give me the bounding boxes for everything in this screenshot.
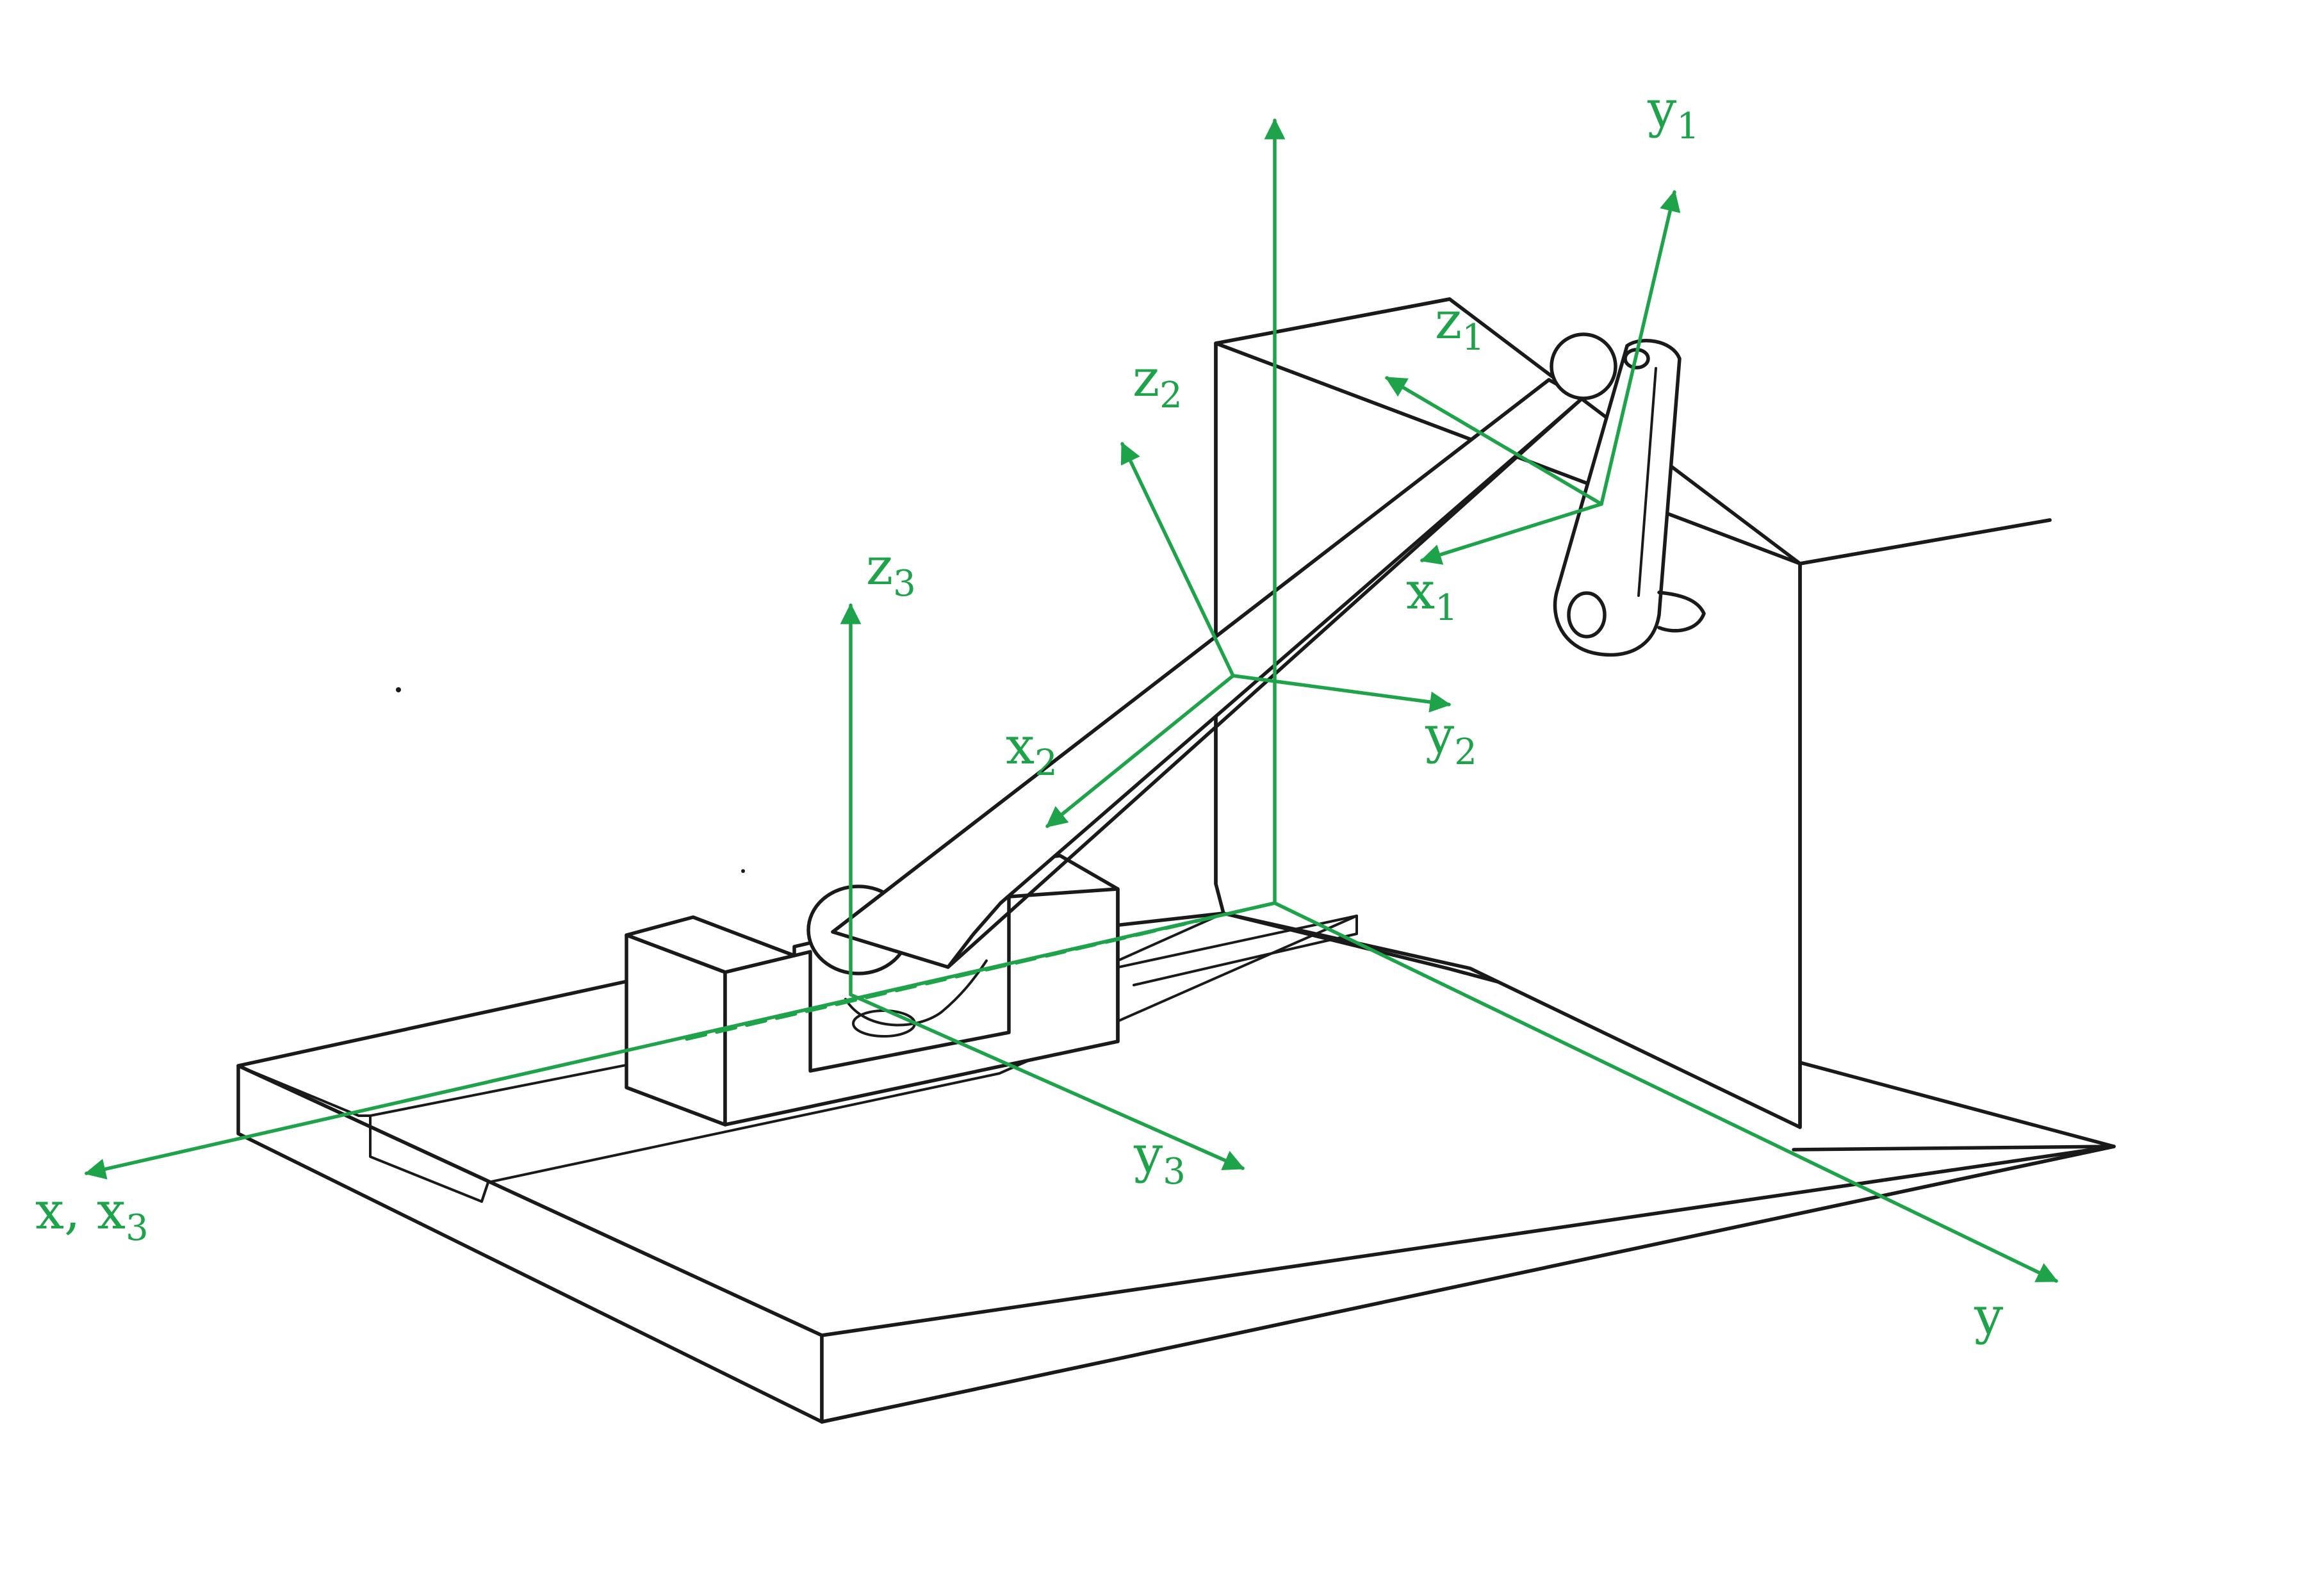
axis-x2 xyxy=(1045,674,1235,828)
rail-step-1 xyxy=(1133,915,1358,986)
crank-lower-hole xyxy=(1567,591,1607,639)
label-z2-sub: 2 xyxy=(1159,375,1182,416)
crank-link-inner xyxy=(1637,367,1657,597)
slider-slot xyxy=(792,895,1011,1073)
label-z1-sub: 1 xyxy=(1462,317,1485,359)
rail-line-2 xyxy=(357,1114,483,1203)
label-z3-base: z xyxy=(866,537,893,596)
label-y-base: y xyxy=(1974,1286,2003,1346)
label-z3: z3 xyxy=(866,537,916,605)
crank-arm xyxy=(1550,332,1706,657)
label-y1: y1 xyxy=(1647,79,1699,147)
axis-y3 xyxy=(849,993,1245,1171)
label-x1: x1 xyxy=(1406,561,1458,629)
label-x1-sub: 1 xyxy=(1435,587,1458,629)
connecting-rod-edge-lower xyxy=(946,396,1584,969)
label-y2-base: y xyxy=(1425,705,1454,765)
axis-x1 xyxy=(1420,502,1603,565)
label-z1: z1 xyxy=(1435,291,1485,359)
label-x2: x2 xyxy=(1006,716,1058,784)
label-y3-sub: 3 xyxy=(1163,1151,1186,1193)
rail-line-1 xyxy=(237,1064,360,1117)
label-y: y xyxy=(1974,1286,2003,1346)
label-z2-base: z xyxy=(1133,348,1159,408)
slider-pin-detail xyxy=(844,959,988,1027)
crank-ball-joint xyxy=(1550,332,1617,400)
label-y3: y3 xyxy=(1133,1125,1186,1193)
label-y2: y2 xyxy=(1425,705,1477,773)
stray-mark-2 xyxy=(741,869,745,873)
base-slab-right-edge xyxy=(820,1145,2116,1424)
label-z3-sub: 3 xyxy=(893,563,916,605)
wall-top-right-edge xyxy=(1798,518,2052,566)
label-y1-sub: 1 xyxy=(1676,106,1699,147)
axis-labels: y1 z1 x1 z2 y2 x2 z3 y3 x, x3 y xyxy=(35,79,2003,1346)
wall-top-edge xyxy=(1214,297,1452,345)
label-x2-base: x xyxy=(1006,716,1035,776)
crank-link xyxy=(1553,339,1682,657)
label-y1-base: y xyxy=(1647,79,1676,139)
label-x-x3-base: x, x xyxy=(35,1181,126,1241)
axis-z1 xyxy=(1385,376,1603,506)
slider-block xyxy=(625,846,1120,1127)
label-x-x3: x, x3 xyxy=(35,1181,149,1249)
axis-z2 xyxy=(1120,442,1235,678)
axis-y1 xyxy=(1600,190,1681,506)
label-z2: z2 xyxy=(1133,348,1182,416)
label-y3-base: y xyxy=(1133,1125,1163,1184)
crank-shaft xyxy=(1657,591,1706,633)
label-z1-base: z xyxy=(1435,291,1462,350)
base-right-extension xyxy=(1792,1145,2116,1152)
mechanism-drawing xyxy=(236,297,2116,1424)
coordinate-axes xyxy=(84,118,2058,1283)
axis-y2 xyxy=(1231,674,1452,713)
label-x2-sub: 2 xyxy=(1035,742,1058,784)
rail-line-5 xyxy=(480,1181,489,1203)
connecting-rod-edge-upper xyxy=(831,378,1551,934)
label-x1-base: x xyxy=(1406,561,1435,621)
axis-global-y xyxy=(1273,901,2058,1283)
axis-global-x-dashed xyxy=(677,901,1277,1043)
label-y2-sub: 2 xyxy=(1454,731,1477,773)
connecting-rod xyxy=(831,378,1584,969)
label-x-x3-sub: 3 xyxy=(126,1207,149,1249)
stray-mark-1 xyxy=(396,687,401,692)
